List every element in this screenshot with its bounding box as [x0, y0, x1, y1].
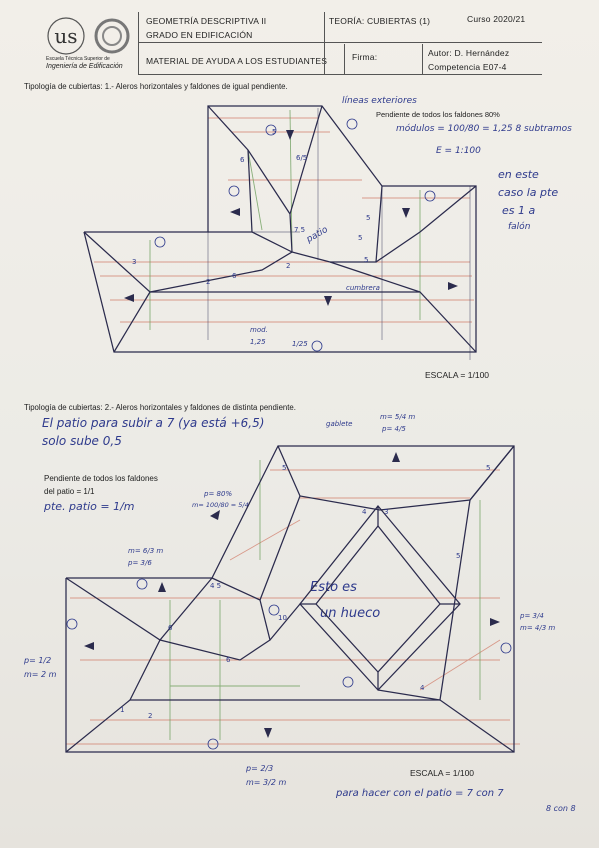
hand-note: falón — [508, 222, 531, 232]
m-bottom: m= 3/2 m — [246, 778, 287, 787]
svg-text:6/5: 6/5 — [296, 154, 307, 162]
svg-text:3: 3 — [132, 258, 136, 266]
hand-note: 1/25 — [292, 340, 308, 348]
header-divider — [138, 42, 542, 43]
title-block: us Escuela Técnica Superior de Ingenierí… — [42, 12, 542, 75]
degree-name: GRADO EN EDIFICACIÓN — [146, 30, 253, 40]
svg-text:5: 5 — [272, 128, 276, 136]
header-divider — [422, 44, 423, 74]
section1-slope-note: Pendiente de todos los faldones 80% — [376, 110, 500, 119]
signature-label: Firma: — [352, 52, 378, 62]
section2-title: Tipología de cubiertas: 2.- Aleros horiz… — [24, 403, 296, 412]
p-bottom: p= 2/3 — [246, 764, 274, 773]
roof-plan-1: 5 6 6/5 7 5 5 5 2 2 3 5 6 — [83, 105, 477, 360]
svg-text:1: 1 — [120, 706, 124, 714]
svg-text:us: us — [54, 24, 77, 48]
patio-note-line2: solo sube 0,5 — [42, 434, 122, 448]
m-right: m= 4/3 m — [520, 624, 556, 632]
header-divider — [324, 12, 325, 74]
p-top: p= 4/5 — [382, 425, 406, 433]
competence-code: Competencia E07-4 — [428, 62, 507, 72]
svg-text:3: 3 — [384, 508, 388, 516]
p-80: p= 80% — [204, 490, 233, 498]
hand-note: caso la pte — [498, 186, 559, 199]
svg-text:2: 2 — [206, 278, 210, 286]
subject-name: GEOMETRÍA DESCRIPTIVA II — [146, 16, 267, 26]
svg-text:5: 5 — [282, 464, 286, 472]
svg-text:5: 5 — [364, 256, 368, 264]
course-year: Curso 2020/21 — [467, 14, 526, 24]
hand-note: líneas exteriores — [342, 96, 417, 106]
hand-note: E = 1:100 — [436, 146, 481, 156]
hole-text2: un hueco — [320, 606, 381, 621]
p-right: p= 3/4 — [520, 612, 544, 620]
footer-hand2: 8 con 8 — [546, 804, 576, 813]
svg-text:10: 10 — [278, 614, 287, 622]
hand-note: mod. — [250, 326, 268, 334]
section2-scale: ESCALA = 1/100 — [410, 768, 475, 778]
svg-text:5: 5 — [366, 214, 370, 222]
theory-title: TEORÍA: CUBIERTAS (1) — [329, 16, 431, 26]
m-top: m= 5/4 m — [380, 413, 416, 421]
m-left: m= 2 m — [24, 670, 57, 679]
svg-text:2: 2 — [148, 712, 152, 720]
patio-slope-hand: pte. patio = 1/m — [44, 500, 135, 513]
svg-text:2: 2 — [286, 262, 290, 270]
hole-text1: Esto es — [310, 580, 357, 595]
svg-text:6: 6 — [226, 656, 231, 664]
footer-hand: para hacer con el patio = 7 con 7 — [336, 788, 504, 799]
p-left: p= 1/2 — [24, 656, 52, 665]
hand-note: 1,25 — [250, 338, 266, 346]
material-title: MATERIAL DE AYUDA A LOS ESTUDIANTES — [146, 56, 328, 66]
svg-text:6: 6 — [168, 624, 173, 632]
svg-text:5: 5 — [486, 464, 490, 472]
patio-slope-label: Pendiente de todos los faldones — [44, 474, 158, 483]
section1-title: Tipología de cubiertas: 1.- Aleros horiz… — [24, 82, 288, 91]
svg-text:5: 5 — [456, 552, 460, 560]
hand-note: es 1 a — [502, 204, 536, 217]
university-logo: us Escuela Técnica Superior de Ingenierí… — [42, 12, 139, 74]
svg-text:4: 4 — [420, 684, 425, 692]
author-name: Autor: D. Hernández — [428, 48, 510, 58]
school-line2: Ingeniería de Edificación — [46, 63, 123, 70]
svg-text:7 5: 7 5 — [294, 226, 305, 234]
svg-text:4 5: 4 5 — [210, 582, 221, 590]
m-80: m= 100/80 = 5/4 — [192, 501, 249, 509]
hand-note: módulos = 100/80 = 1,25 8 subtramos — [396, 124, 572, 134]
svg-text:4: 4 — [362, 508, 367, 516]
hand-note: en este — [498, 168, 539, 181]
section1-scale: ESCALA = 1/100 — [425, 370, 490, 380]
patio-slope-label2: del patio = 1/1 — [44, 487, 95, 496]
hand-note: cumbrera — [346, 284, 380, 292]
svg-text:5: 5 — [358, 234, 362, 242]
p-mid: p= 3/6 — [128, 559, 152, 567]
svg-text:6: 6 — [240, 156, 245, 164]
logo-graphic: us — [47, 17, 130, 55]
svg-text:6: 6 — [232, 272, 237, 280]
gable-note: gablete — [326, 420, 353, 428]
school-line1: Escuela Técnica Superior de — [46, 56, 110, 62]
header-divider — [344, 44, 345, 74]
patio-note-line1: El patio para subir a 7 (ya está +6,5) — [42, 416, 265, 430]
header-divider — [138, 74, 542, 75]
m-mid: m= 6/3 m — [128, 547, 164, 555]
